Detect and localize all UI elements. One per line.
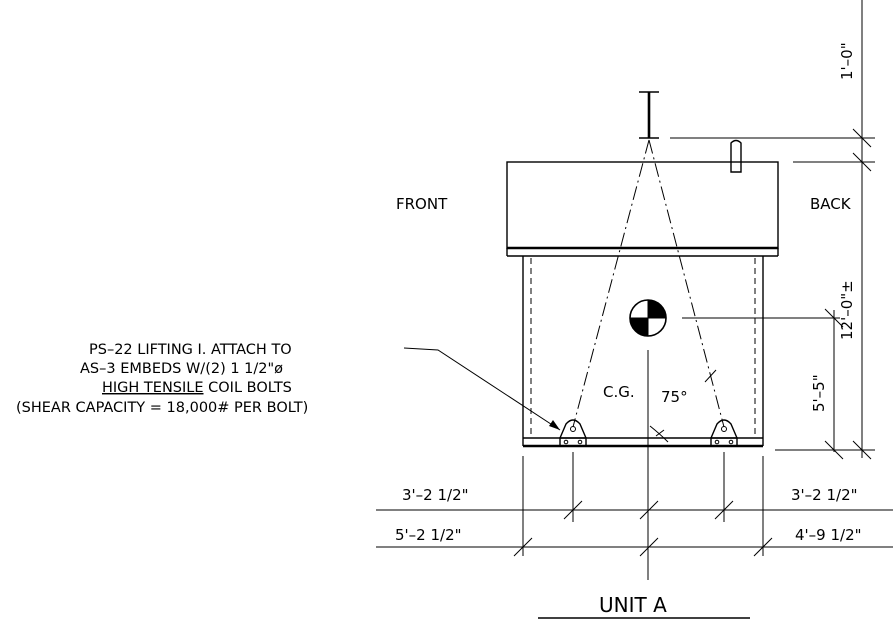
note-line-3: HIGH TENSILE COIL BOLTS — [102, 380, 292, 396]
title-text: UNIT A — [599, 593, 667, 617]
dim-left-outer: 5'–2 1/2" — [395, 526, 462, 544]
lifting-i-symbol — [639, 91, 659, 139]
note-coil-bolts: COIL BOLTS — [204, 380, 292, 396]
sling-lines — [572, 139, 725, 428]
dim-right-outer: 4'–9 1/2" — [795, 526, 862, 544]
right-vertical-dimensions: 1'–0" 12'–0"± 5'–5" — [670, 0, 875, 460]
lifting-note: PS–22 LIFTING I. ATTACH TO AS–3 EMBEDS W… — [16, 342, 561, 431]
note-line-2: AS–3 EMBEDS W/(2) 1 1/2"ø — [80, 361, 283, 377]
dim-top-right: 1'–0" — [838, 42, 856, 80]
lifting-lug-left — [559, 419, 587, 447]
front-label: FRONT — [396, 195, 448, 213]
dim-overall-height: 12'–0"± — [838, 280, 856, 340]
note-line-4: (SHEAR CAPACITY = 18,000# PER BOLT) — [16, 400, 308, 416]
dim-right-inner: 3'–2 1/2" — [791, 486, 858, 504]
lifting-lug-right — [710, 419, 738, 447]
dim-left-inner: 3'–2 1/2" — [402, 486, 469, 504]
angle-label: 75° — [661, 388, 688, 406]
angle-arc — [649, 425, 669, 443]
back-label: BACK — [810, 195, 852, 213]
top-pipe-stub — [730, 139, 742, 173]
note-high-tensile: HIGH TENSILE — [102, 380, 204, 396]
drawing-title: UNIT A — [538, 593, 750, 619]
dim-cg-height: 5'–5" — [810, 374, 828, 412]
unit-top-block — [506, 161, 779, 257]
bottom-horizontal-dimensions: 3'–2 1/2" 3'–2 1/2" 5'–2 1/2" 4'–9 1/2" — [376, 452, 893, 557]
note-line-1: PS–22 LIFTING I. ATTACH TO — [89, 342, 292, 358]
cg-label: C.G. — [603, 383, 635, 401]
unit-body — [522, 256, 764, 448]
center-of-gravity-symbol — [629, 299, 840, 580]
